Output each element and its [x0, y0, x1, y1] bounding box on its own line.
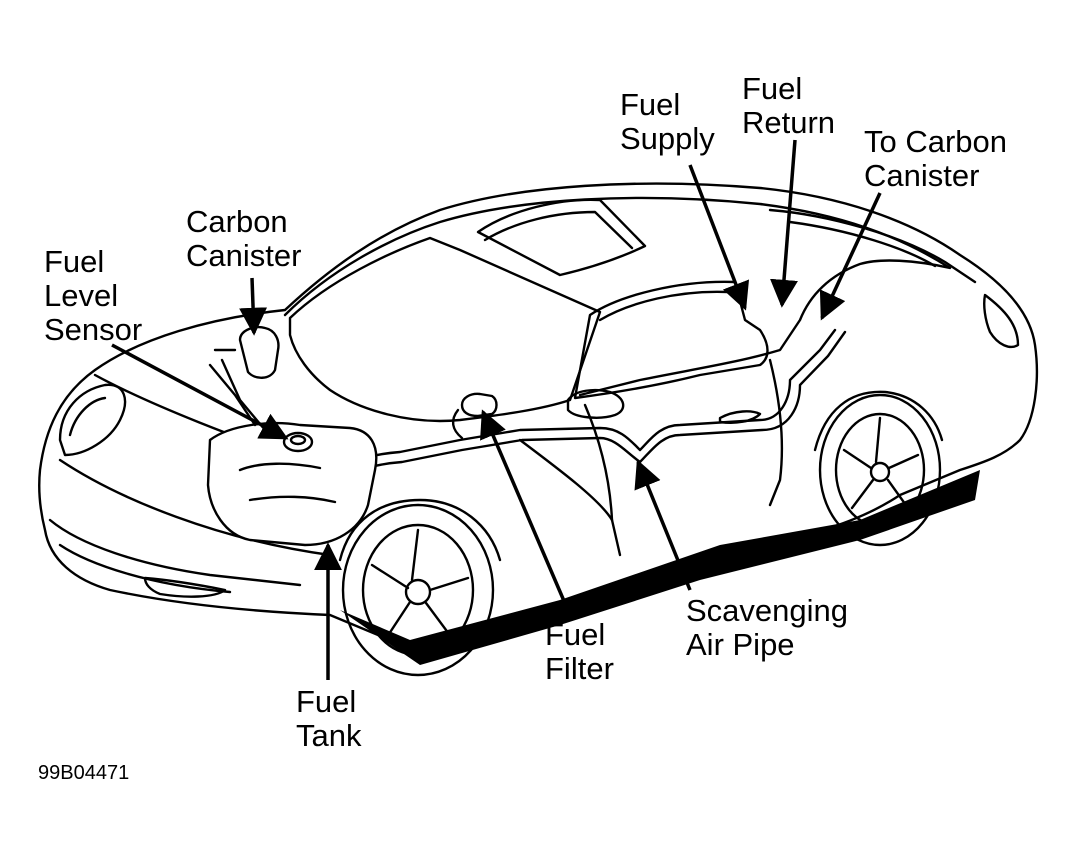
- ground-shadow: [340, 470, 980, 665]
- arrow-to-carbon-canister: [819, 192, 882, 321]
- side-window: [573, 280, 769, 400]
- label-fuel-return: Fuel Return: [742, 71, 836, 140]
- front-wheel: [338, 498, 502, 677]
- arrow-fuel-return: [770, 139, 798, 308]
- car-body-outline: [38, 182, 1039, 649]
- arrow-fuel-supply: [688, 164, 750, 311]
- label-carbon-canister: Carbon Canister: [186, 204, 302, 273]
- tail-light: [983, 293, 1020, 349]
- fog-light: [143, 576, 227, 598]
- label-fuel-level-sensor: Fuel Level Sensor: [44, 244, 143, 347]
- label-scavenging-air-pipe: Scavenging Air Pipe: [686, 593, 849, 662]
- label-to-carbon-canister: To Carbon Canister: [864, 124, 1008, 193]
- roof-outline: [283, 196, 952, 397]
- arrow-fuel-filter: [480, 409, 572, 616]
- arrow-carbon-canister: [239, 277, 268, 336]
- label-fuel-filter: Fuel Filter: [545, 617, 614, 686]
- leader-arrows: [111, 139, 882, 680]
- rear-wheel: [813, 390, 944, 547]
- arrow-fuel-level-sensor: [111, 343, 289, 440]
- sunroof: [476, 198, 647, 277]
- door-outline: [583, 358, 784, 557]
- arrow-scavenging-air-pipe: [634, 459, 692, 591]
- carbon-canister: [238, 326, 280, 379]
- front-bumper: [48, 518, 302, 587]
- fuel-filter: [460, 392, 498, 418]
- windshield: [288, 236, 602, 423]
- label-fuel-tank: Fuel Tank: [296, 684, 362, 753]
- figure-code: 99B04471: [38, 762, 130, 784]
- label-fuel-supply: Fuel Supply: [620, 87, 715, 156]
- rear-window: [768, 208, 977, 284]
- side-mirror: [566, 388, 625, 419]
- headlight: [58, 383, 127, 457]
